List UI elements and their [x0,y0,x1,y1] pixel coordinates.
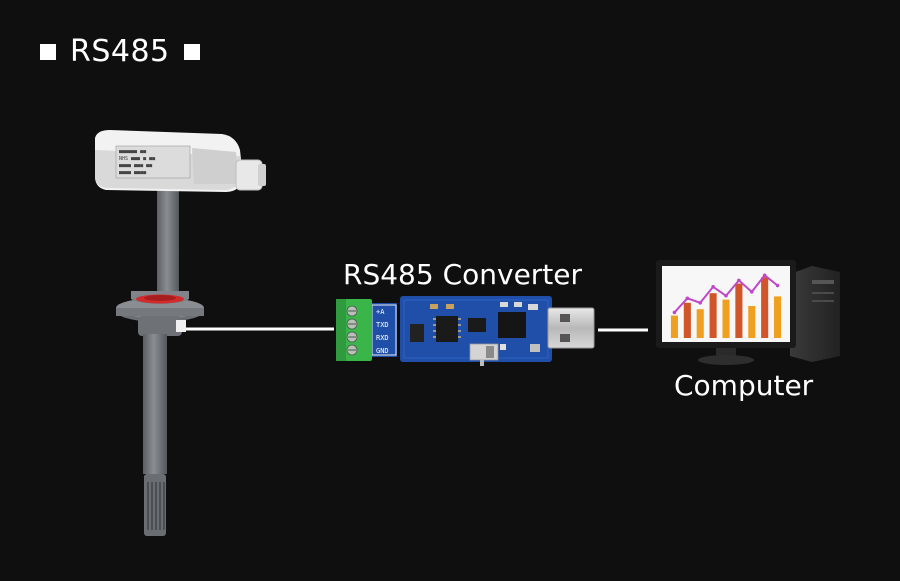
screen-chart-bar [696,309,704,338]
screen-chart-bar [735,283,743,338]
converter-label: RS485 Converter [343,258,583,291]
screen-chart-bar [722,299,730,338]
screen-chart-point [698,301,703,305]
screen-chart-point [685,296,690,301]
screen-chart-point [724,293,728,298]
computer-label: Computer [674,369,814,402]
computer-image [656,260,840,365]
screen-chart-bar [683,302,691,338]
converter-pin-label: TXD [376,321,389,329]
square-bullet-icon [40,43,56,60]
screen-chart-point [711,285,715,289]
converter-pin-label: GND [376,347,389,355]
screen-chart-point [762,273,767,278]
screen-chart-bar [774,296,782,338]
square-bullet-icon [183,43,200,60]
screen-chart-bar [761,277,769,338]
screen-chart-bar [709,293,717,338]
svg-text:■■■■ ■■■■: ■■■■ ■■■■ [119,170,146,176]
converter-pin-label: +A [376,308,385,316]
svg-text:■■■■ ■■■ ■■: ■■■■ ■■■ ■■ [119,163,152,169]
screen-chart-bar [670,315,678,338]
screen-chart-point [737,278,741,283]
screen-chart [670,273,782,338]
title-row: RS485 [40,34,200,69]
screen-chart-point [672,310,677,315]
svg-text:■■■■■■ ■■: ■■■■■■ ■■ [119,149,146,155]
screen-chart-point [749,290,754,294]
screen-chart-point [775,283,780,288]
svg-text:NHS ■■■ ■ ■■: NHS ■■■ ■ ■■ [119,156,155,162]
rs485-converter-image: +A TXD RXD GND [336,296,595,366]
duct-sensor-image: ■■■■■■ ■■ NHS ■■■ ■ ■■ ■■■■ ■■■ ■■ ■■■■ … [95,130,266,536]
screen-chart-bar [748,306,756,338]
converter-pin-label: RXD [376,334,389,342]
page-title: RS485 [70,34,170,69]
